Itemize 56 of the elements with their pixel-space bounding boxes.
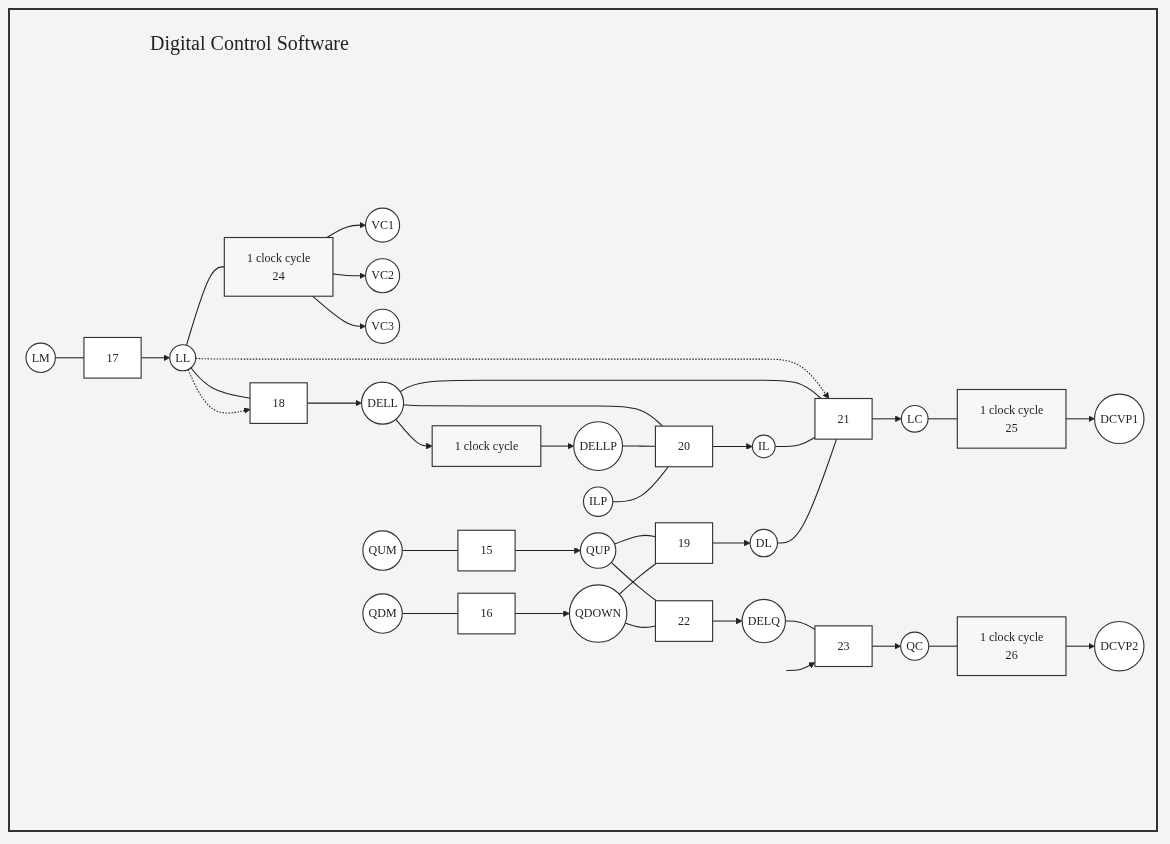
arrow	[1065, 415, 1095, 423]
connector	[624, 622, 656, 628]
node-box: 16	[457, 592, 516, 635]
node-circle: DELLP	[573, 421, 624, 472]
node-circle: QC	[900, 631, 930, 661]
node-circle: DCVP2	[1094, 620, 1145, 672]
node-circle: DCVP1	[1094, 393, 1145, 445]
node-box: 21	[814, 397, 873, 440]
node-circle: QDM	[362, 593, 403, 634]
arrow	[187, 369, 251, 414]
node-circle: QDOWN	[568, 584, 628, 643]
arrow	[1065, 642, 1095, 650]
node-circle: DELQ	[741, 598, 787, 644]
node-circle: LL	[169, 344, 197, 372]
node-circle: LM	[25, 342, 56, 374]
connector	[776, 438, 838, 544]
connector	[399, 379, 822, 400]
node-circle: VC3	[365, 308, 401, 344]
arrow	[712, 539, 751, 547]
connector	[928, 645, 958, 647]
node-box: 23	[814, 625, 873, 668]
connector	[403, 404, 664, 427]
node-circle: QUM	[362, 530, 403, 571]
node-box: 19	[654, 522, 714, 564]
connector	[610, 561, 657, 602]
arrow	[311, 295, 366, 330]
node-box: 22	[654, 600, 714, 642]
arrow	[326, 221, 366, 239]
node-circle: QUP	[579, 532, 617, 569]
node-box: 1 clock cycle 26	[956, 616, 1067, 677]
arrow	[332, 272, 366, 280]
node-circle: DELL	[361, 381, 405, 425]
node-box: 1 clock cycle 24	[223, 236, 334, 297]
connector	[190, 367, 251, 399]
node-circle: IL	[751, 434, 776, 459]
node-circle: VC1	[365, 207, 401, 243]
node-box: 20	[654, 425, 714, 468]
node-circle: DL	[749, 528, 778, 558]
node-box: 15	[457, 529, 516, 572]
node-circle: ILP	[582, 486, 614, 517]
connector	[614, 534, 656, 545]
arrow	[712, 443, 753, 450]
arrow	[785, 662, 816, 672]
node-box: 18	[249, 382, 308, 424]
node-circle: LC	[900, 404, 929, 433]
diagram-title: Digital Control Software	[150, 32, 349, 55]
node-box: 1 clock cycle 25	[956, 388, 1067, 449]
arrow	[195, 357, 830, 399]
arrow	[712, 617, 743, 625]
node-box: 17	[83, 336, 142, 379]
connector	[185, 266, 225, 346]
arrow	[395, 418, 433, 450]
connector	[612, 466, 669, 503]
node-box: 1 clock cycle	[431, 425, 542, 467]
node-circle: VC2	[365, 258, 401, 294]
connector	[618, 562, 657, 595]
